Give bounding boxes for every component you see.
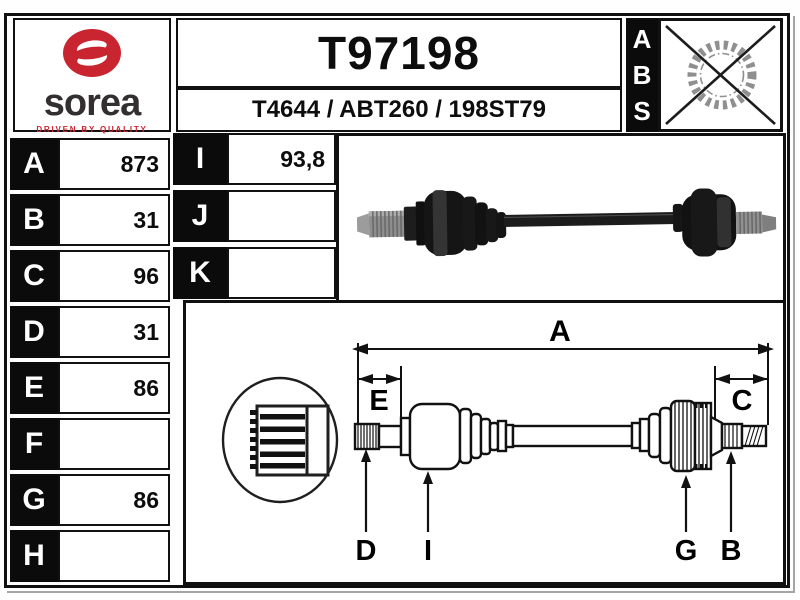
abs-label-column: A B S bbox=[626, 18, 658, 132]
dimension-diagram-panel: A E C bbox=[183, 300, 786, 585]
spec-row-value bbox=[227, 190, 336, 242]
dim-label-g: G bbox=[675, 535, 698, 567]
spec-row-letter: K bbox=[173, 247, 227, 299]
outer-frame bbox=[4, 13, 790, 588]
brand-tagline: DRIVEN BY QUALITY bbox=[36, 125, 148, 134]
reference-codes: T4644 / ABT260 / 198ST79 bbox=[252, 96, 546, 123]
spec-row-letter: C bbox=[10, 250, 58, 302]
driveshaft-outline-drawing bbox=[353, 399, 768, 473]
part-number: T97198 bbox=[317, 27, 480, 79]
spec-row-value: 873 bbox=[58, 138, 170, 190]
spec-row-letter: G bbox=[10, 474, 58, 526]
spec-row-letter: H bbox=[10, 530, 58, 582]
sorea-s-oval-icon bbox=[63, 29, 121, 77]
spec-row-value bbox=[58, 418, 170, 470]
dimension-e bbox=[358, 366, 402, 425]
brand-logo-box: sorea DRIVEN BY QUALITY bbox=[13, 18, 171, 134]
dimension-c bbox=[714, 366, 768, 422]
spec-row-letter: F bbox=[10, 418, 58, 470]
spec-row-value: 86 bbox=[58, 474, 170, 526]
dim-label-e: E bbox=[369, 385, 388, 417]
abs-letter: A bbox=[632, 24, 652, 54]
spec-row-letter: D bbox=[10, 306, 58, 358]
spec-row-letter: I bbox=[173, 133, 227, 185]
spec-row-letter: J bbox=[173, 190, 227, 242]
abs-ring-box bbox=[658, 18, 783, 132]
spec-row-value: 31 bbox=[58, 194, 170, 246]
sheet-bottom-edge bbox=[7, 591, 795, 593]
spec-row-value: 93,8 bbox=[227, 133, 336, 185]
spec-row-value: 96 bbox=[58, 250, 170, 302]
product-photo-panel bbox=[336, 133, 786, 303]
driveshaft-photo bbox=[356, 188, 777, 257]
dim-label-a: A bbox=[549, 315, 571, 348]
brand-name: sorea bbox=[43, 82, 141, 124]
spec-row-letter: E bbox=[10, 362, 58, 414]
dim-label-c: C bbox=[732, 385, 753, 417]
sheet-right-edge bbox=[793, 16, 795, 592]
spline-detail-circle bbox=[221, 376, 339, 504]
dim-label-b: B bbox=[721, 535, 742, 567]
spec-row-letter: A bbox=[10, 138, 58, 190]
abs-letter: S bbox=[633, 96, 651, 126]
spec-row-letter: B bbox=[10, 194, 58, 246]
dim-label-d: D bbox=[356, 535, 377, 567]
abs-letter: B bbox=[632, 60, 652, 90]
spec-row-value: 31 bbox=[58, 306, 170, 358]
reference-box: T4644 / ABT260 / 198ST79 bbox=[176, 88, 622, 132]
crossed-out-abs-ring-icon bbox=[665, 25, 776, 125]
driveshaft-photo-shapes bbox=[356, 188, 777, 257]
dim-label-i: I bbox=[424, 535, 432, 567]
spec-row-value: 86 bbox=[58, 362, 170, 414]
part-number-box: T97198 bbox=[176, 18, 622, 88]
spec-row-value bbox=[227, 247, 336, 299]
callout-arrows bbox=[361, 449, 736, 532]
spec-row-value bbox=[58, 530, 170, 582]
dimension-diagram: A E C bbox=[221, 315, 774, 567]
